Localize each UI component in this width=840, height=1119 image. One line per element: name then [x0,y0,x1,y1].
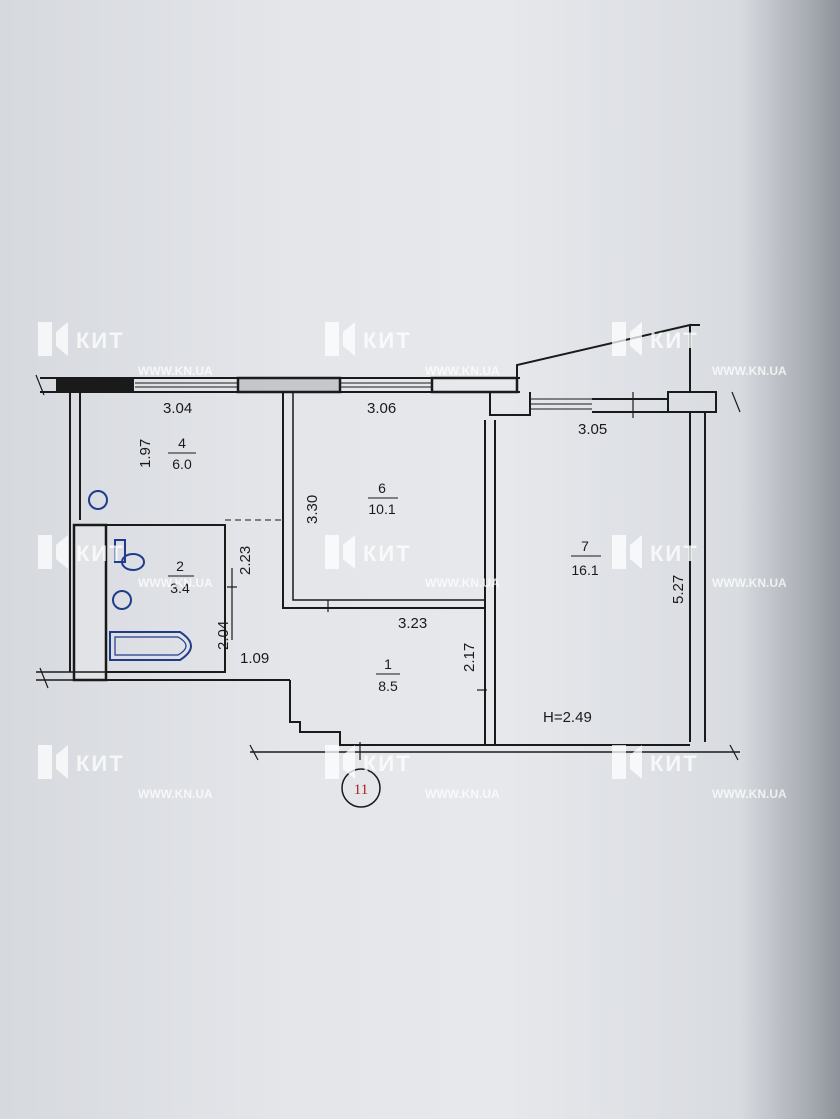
watermark-logo-4: КИТ [38,535,125,569]
unit-tag: 11 [341,768,381,808]
dim-room7-width: 3.05 [578,421,607,438]
svg-text:КИТ: КИТ [76,541,125,566]
svg-text:16.1: 16.1 [571,562,598,578]
svg-text:КИТ: КИТ [650,541,699,566]
bathtub-icon [109,631,192,661]
svg-text:КИТ: КИТ [650,751,699,776]
svg-text:4: 4 [178,435,186,451]
svg-text:КИТ: КИТ [363,751,412,776]
svg-text:КИТ: КИТ [76,751,125,776]
watermark-logo-9: КИТ [612,745,699,779]
dim-corridor-width: 1.09 [240,650,269,667]
dimension-lines [35,374,741,761]
svg-text:1: 1 [384,656,392,672]
watermark-url-7: WWW.KN.UA [138,787,213,801]
unit-tag-number: 11 [354,782,368,798]
ceiling-height-label: H=2.49 [543,709,592,726]
watermarks: КИТ КИТ КИТ WWW.KN.UA WWW.KN.UA WWW.KN.U… [38,322,787,801]
svg-text:КИТ: КИТ [76,328,125,353]
dim-bath-width: 2.04 [215,621,232,650]
walls [36,323,740,753]
dim-room6-width: 3.06 [367,400,396,417]
room-2-label: 2 3.4 [168,558,194,596]
svg-text:10.1: 10.1 [368,501,395,517]
watermark-logo-7: КИТ [38,745,125,779]
toilet-tank-icon [114,539,126,563]
dim-room7-depth: 5.27 [670,575,687,604]
svg-text:КИТ: КИТ [363,328,412,353]
watermark-logo-6: КИТ [612,535,699,569]
dim-hall-depth: 2.17 [461,643,478,672]
dim-kitchen-depth: 1.97 [137,439,154,468]
fixtures [88,490,192,661]
svg-text:8.5: 8.5 [378,678,398,694]
kitchen-sink-icon [88,490,108,510]
watermark-url-1: WWW.KN.UA [138,364,213,378]
watermark-url-5: WWW.KN.UA [425,576,500,590]
watermark-url-6: WWW.KN.UA [712,576,787,590]
watermark-logo-3: КИТ [612,322,699,356]
washbasin-icon [112,590,132,610]
svg-text:6.0: 6.0 [172,456,192,472]
watermark-logo-5: КИТ [325,535,412,569]
dim-room6-depth: 3.30 [304,495,321,524]
room-7-label: 7 16.1 [571,538,601,578]
dim-bath-depth: 2.23 [237,546,254,575]
svg-text:3.4: 3.4 [170,580,190,596]
room-1-label: 1 8.5 [376,656,400,694]
room-labels: 4 6.0 6 10.1 7 16.1 2 3.4 1 8.5 H=2.49 [168,435,601,726]
svg-text:КИТ: КИТ [363,541,412,566]
watermark-url-3: WWW.KN.UA [712,364,787,378]
watermark-logo-1: КИТ [38,322,125,356]
room-4-label: 4 6.0 [168,435,196,472]
svg-text:КИТ: КИТ [650,328,699,353]
watermark-url-8: WWW.KN.UA [425,787,500,801]
watermark-url-2: WWW.KN.UA [425,364,500,378]
watermark-url-4: WWW.KN.UA [138,576,213,590]
watermark-url-9: WWW.KN.UA [712,787,787,801]
room-6-label: 6 10.1 [368,480,398,517]
toilet-icon [121,553,145,571]
watermark-logo-8: КИТ [325,745,412,779]
dim-hall-width: 3.23 [398,615,427,632]
svg-text:6: 6 [378,480,386,496]
dimension-labels: 3.04 1.97 3.06 3.30 3.05 5.27 2.23 2.04 … [137,400,687,672]
dim-kitchen-width: 3.04 [163,400,192,417]
svg-text:2: 2 [176,558,184,574]
watermark-logo-2: КИТ [325,322,412,356]
svg-text:7: 7 [581,538,589,554]
